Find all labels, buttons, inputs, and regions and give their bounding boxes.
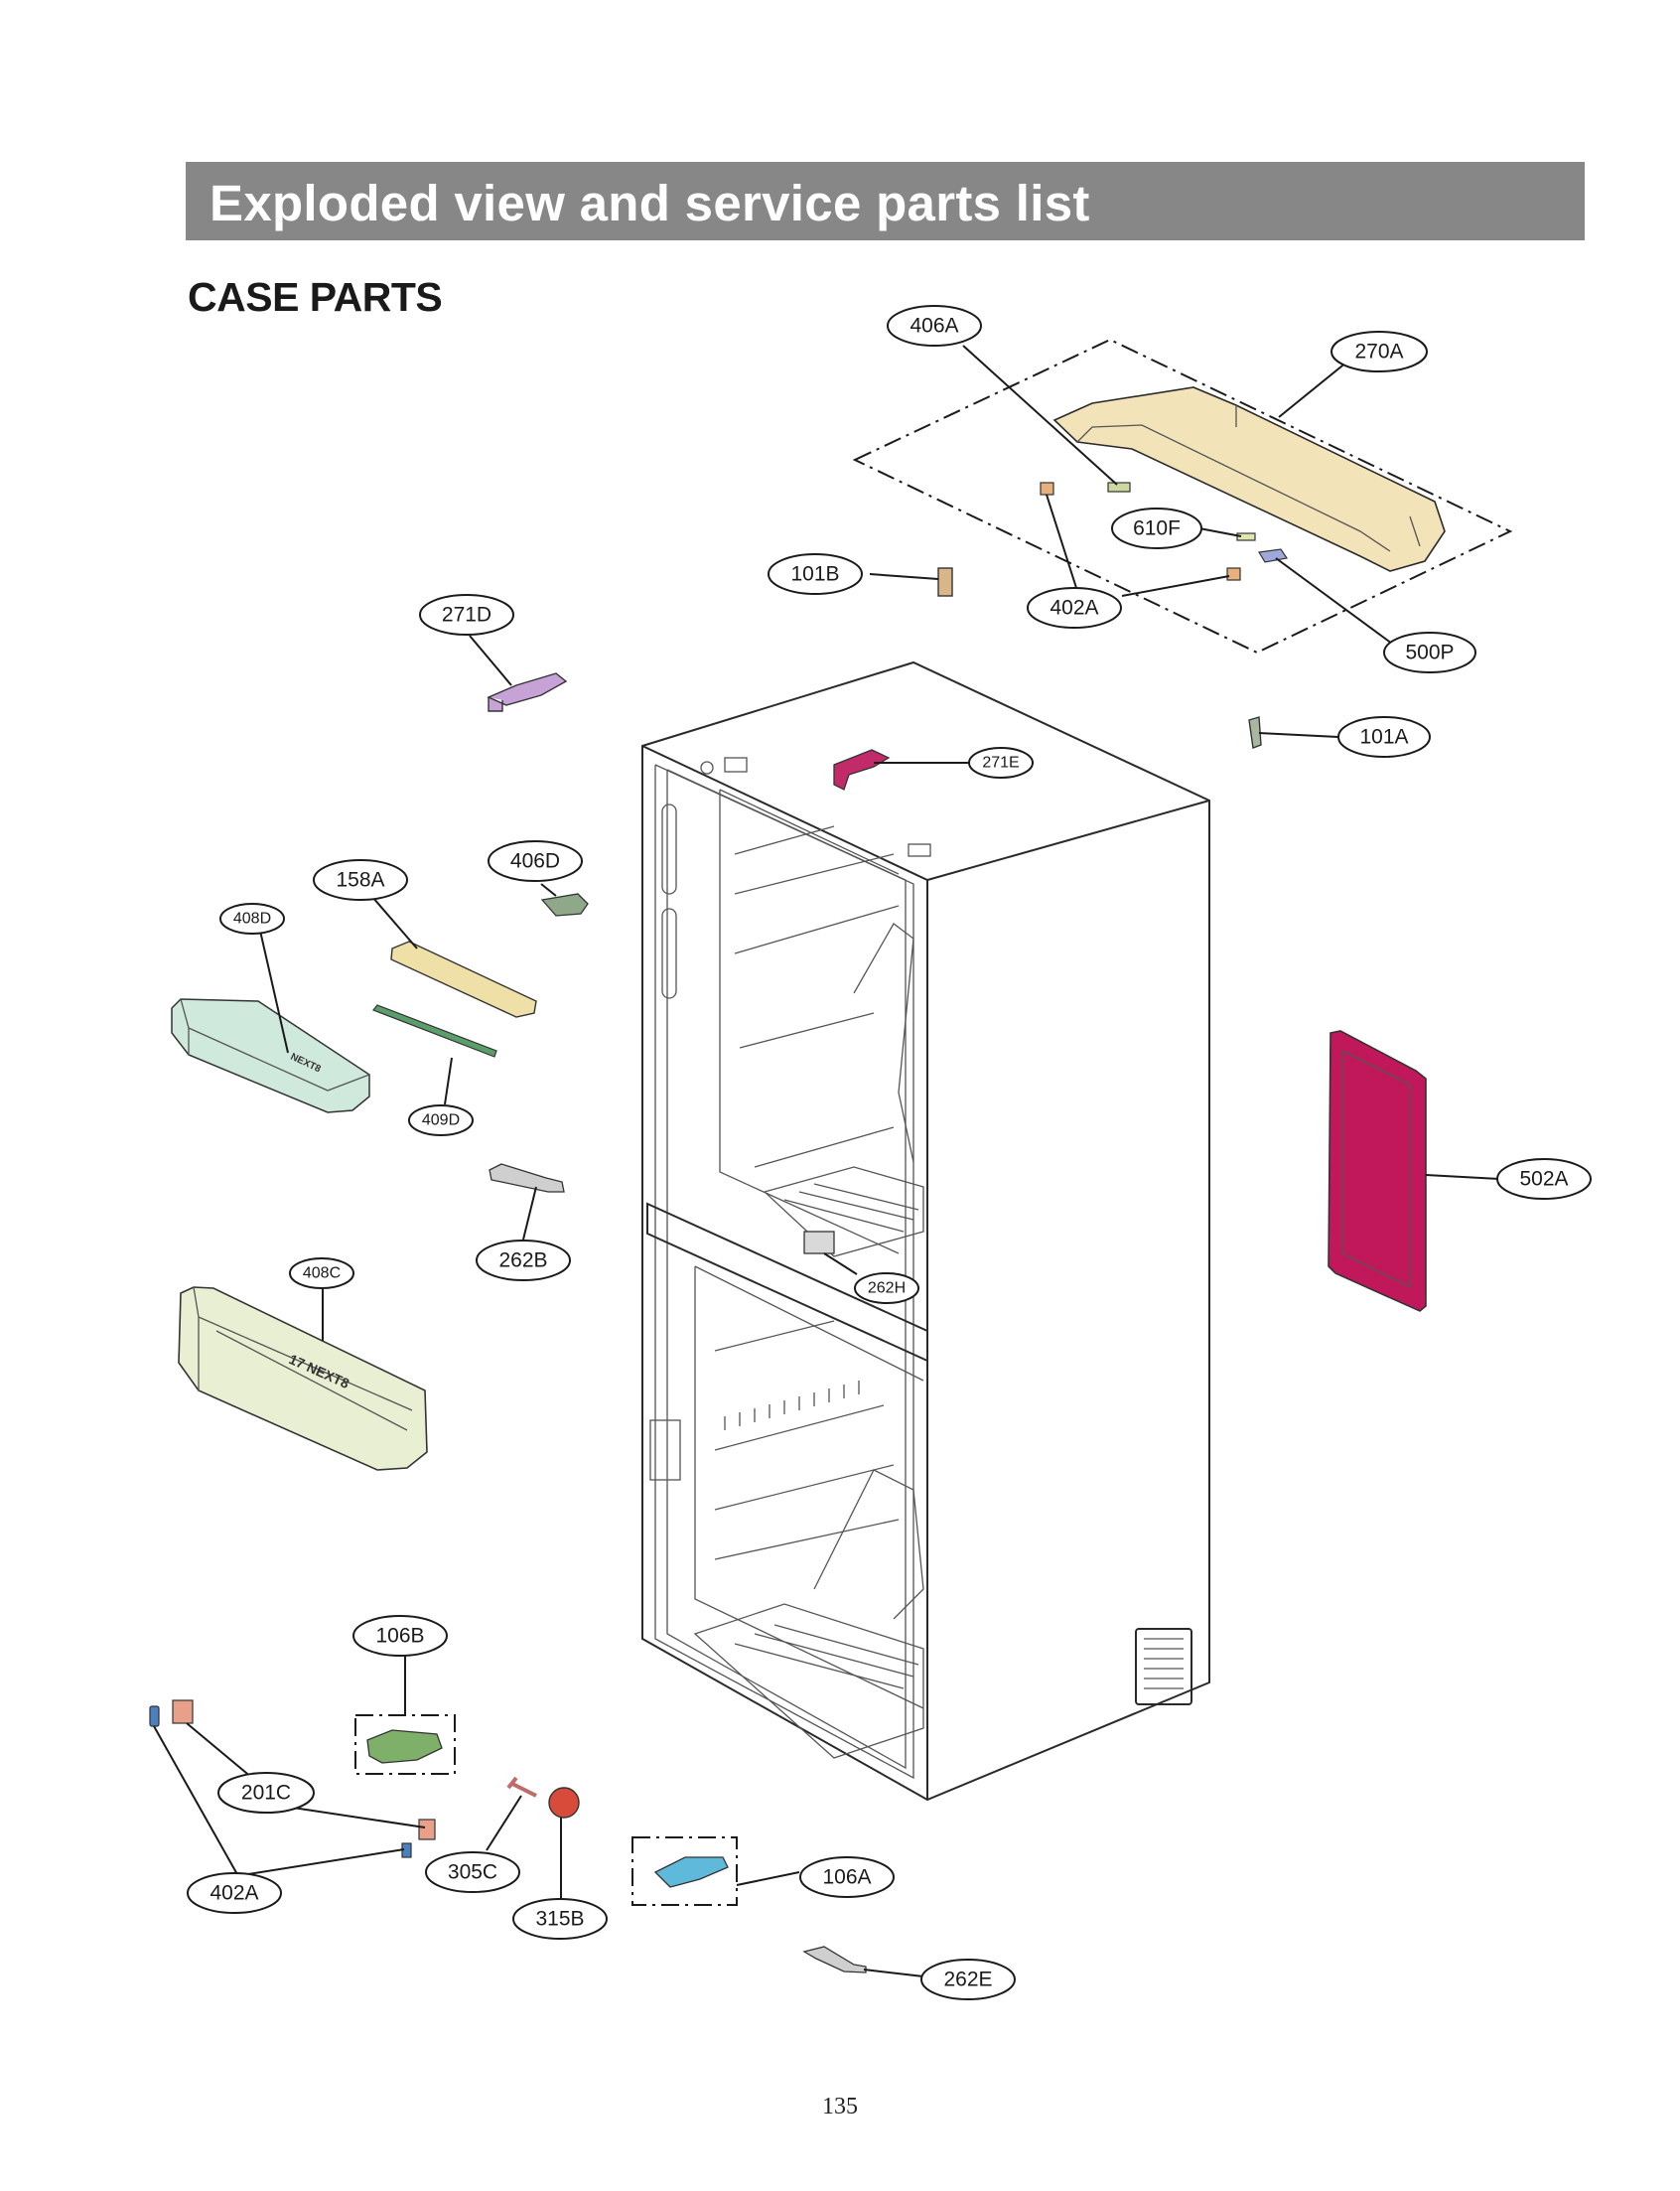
callout-262e: 262E (920, 1959, 1016, 2000)
part-502a-panel (1328, 1030, 1427, 1312)
part-402a-top-right (1226, 567, 1241, 581)
svg-text:408D: 408D (233, 911, 271, 928)
svg-text:402A: 402A (210, 1882, 258, 1905)
svg-text:406A: 406A (910, 315, 958, 338)
callout-101a: 101A (1337, 716, 1431, 758)
part-610f (1236, 532, 1256, 541)
svg-text:262B: 262B (498, 1249, 547, 1272)
svg-text:271E: 271E (982, 755, 1019, 772)
callout-406a-top: 406A (887, 305, 982, 347)
svg-text:270A: 270A (1354, 341, 1403, 364)
section-title: CASE PARTS (188, 274, 443, 320)
svg-text:502A: 502A (1519, 1168, 1568, 1191)
top-cover-dashed-outline (852, 338, 1513, 655)
callout-106a: 106A (799, 1856, 895, 1898)
leader-lines (153, 345, 1500, 1977)
part-402a-top-left (1040, 482, 1054, 496)
part-409d (372, 1004, 497, 1058)
part-262e (802, 1946, 867, 1973)
part-500p (1258, 548, 1289, 563)
part-106a-dashed-box (631, 1836, 738, 1906)
svg-text:262H: 262H (868, 1280, 906, 1297)
svg-text:262E: 262E (943, 1969, 992, 1991)
callout-402a-bottom: 402A (187, 1872, 282, 1914)
part-106b (366, 1729, 443, 1764)
part-271d (487, 672, 568, 712)
part-402a-bottom-blue (149, 1705, 160, 1727)
callout-408c: 408C (289, 1257, 354, 1289)
callout-500p: 500P (1383, 632, 1476, 673)
callout-106b: 106B (352, 1615, 448, 1657)
callout-158a: 158A (313, 859, 408, 901)
svg-text:610F: 610F (1133, 517, 1181, 540)
callout-201c: 201C (217, 1772, 315, 1814)
svg-text:402A: 402A (1050, 597, 1098, 620)
part-158a (390, 941, 537, 1018)
side-vent-grille (1135, 1628, 1192, 1705)
svg-text:101B: 101B (790, 563, 839, 586)
part-271e (833, 749, 891, 791)
callout-262h: 262H (854, 1272, 919, 1304)
callout-409d: 409D (408, 1104, 474, 1136)
svg-text:305C: 305C (448, 1861, 497, 1884)
svg-text:158A: 158A (336, 869, 384, 892)
part-106a (653, 1856, 729, 1888)
svg-text:106B: 106B (375, 1625, 424, 1648)
part-270a-top-cover (1052, 386, 1446, 572)
callout-402a-top: 402A (1027, 587, 1122, 629)
part-201c-right (418, 1819, 436, 1840)
svg-text:201C: 201C (241, 1782, 291, 1805)
cabinet (641, 660, 1210, 1802)
callout-305c: 305C (425, 1851, 520, 1893)
part-101b (937, 567, 953, 597)
callout-262b: 262B (476, 1240, 571, 1281)
part-305c (506, 1776, 537, 1798)
part-201c-left (172, 1699, 194, 1724)
callout-315b: 315B (512, 1898, 608, 1940)
part-262h (803, 1231, 835, 1254)
page-title: Exploded view and service parts list (210, 175, 1090, 231)
callout-502a: 502A (1496, 1158, 1592, 1200)
header-bar: Exploded view and service parts list (186, 162, 1585, 240)
callout-270a: 270A (1330, 331, 1428, 372)
part-408d-bin (171, 998, 370, 1113)
svg-text:406D: 406D (510, 850, 560, 873)
part-406a (1107, 482, 1131, 493)
svg-text:271D: 271D (442, 604, 491, 627)
part-406d (540, 893, 589, 917)
callout-610f: 610F (1111, 508, 1202, 549)
part-262b (489, 1163, 565, 1193)
part-101a (1248, 716, 1262, 749)
svg-text:106A: 106A (822, 1866, 871, 1889)
callout-406d: 406D (488, 840, 583, 882)
svg-text:408C: 408C (303, 1265, 341, 1282)
callout-271d: 271D (419, 594, 514, 636)
part-270a-detail (1076, 405, 1421, 552)
callout-101b: 101B (768, 553, 863, 595)
part-408c-bin (178, 1286, 428, 1471)
svg-text:500P: 500P (1405, 642, 1454, 664)
callout-271e: 271E (968, 747, 1034, 779)
svg-text:315B: 315B (535, 1908, 584, 1931)
svg-text:409D: 409D (422, 1112, 460, 1129)
svg-text:101A: 101A (1359, 726, 1408, 749)
part-315b (548, 1787, 580, 1819)
page-number: 135 (822, 2094, 858, 2119)
callout-408d: 408D (219, 903, 285, 935)
